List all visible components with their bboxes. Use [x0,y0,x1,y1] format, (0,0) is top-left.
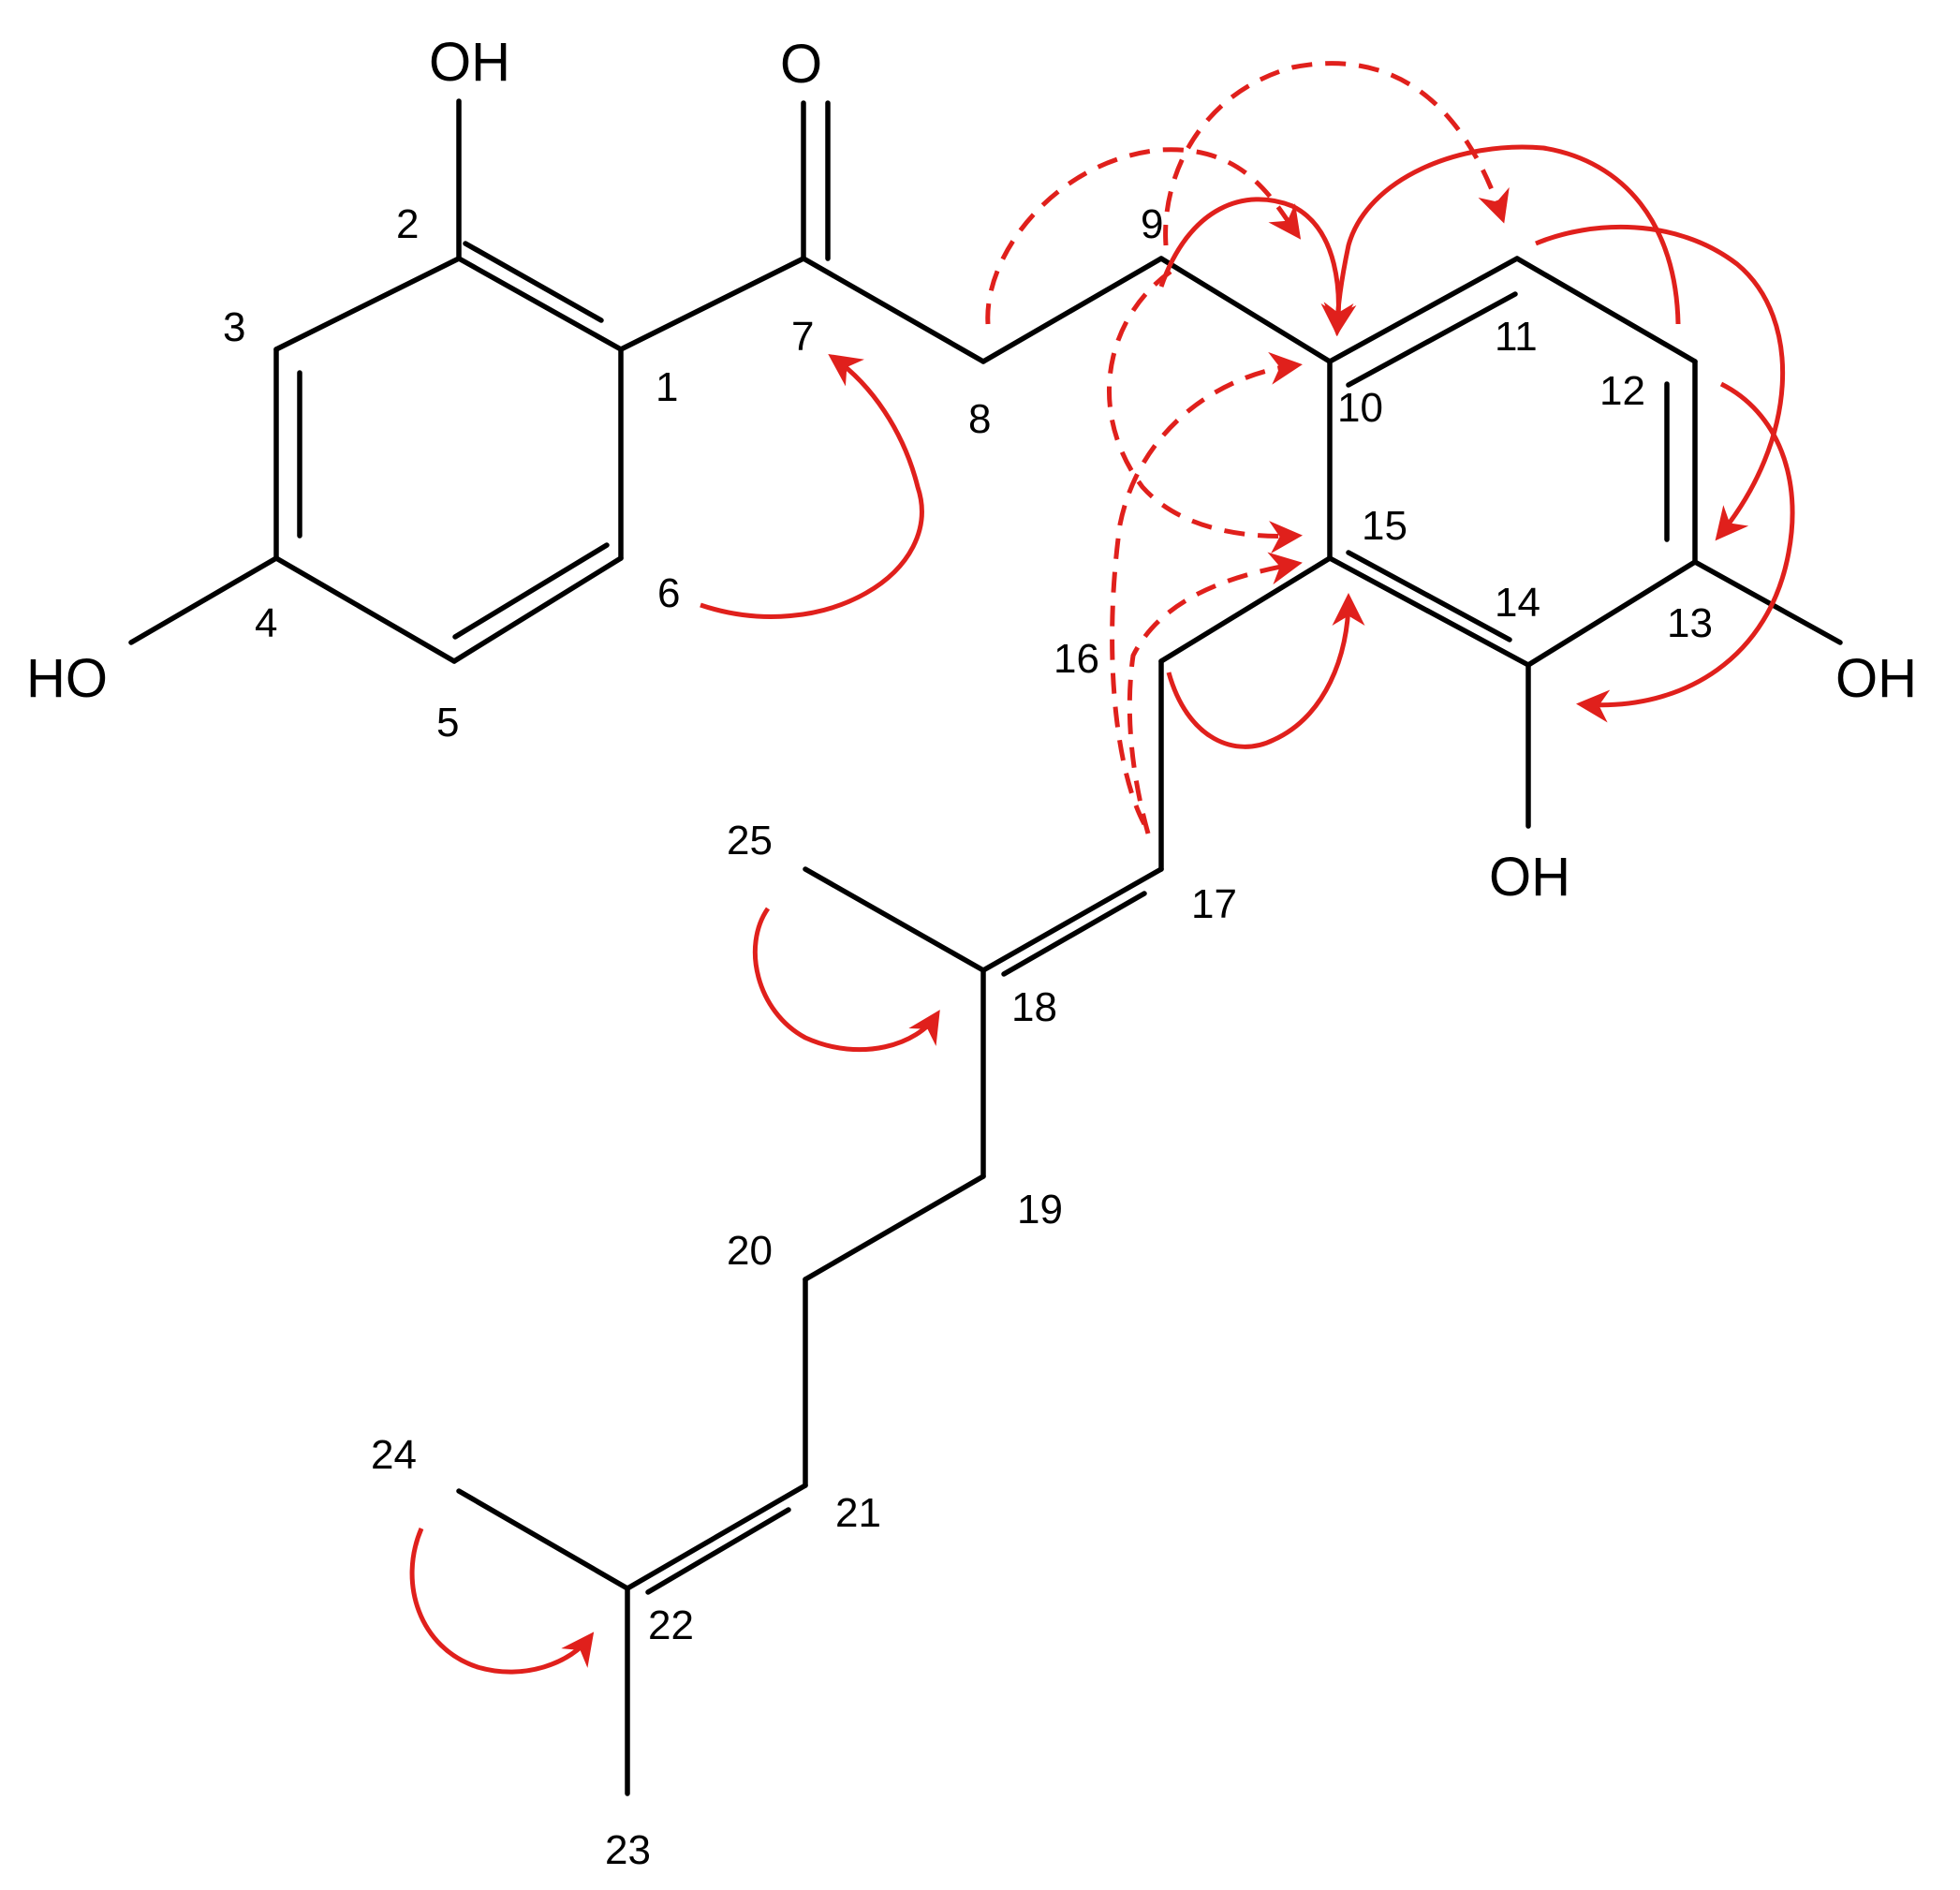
solid-arrow-h11-c13 [1535,224,1786,541]
atom-label-19: 19 [1017,1187,1063,1233]
bond-c10-c11 [1327,256,1520,364]
solid-arrow-h6-c7 [700,353,924,619]
bond-c2-c3 [273,256,462,352]
bond-c18-c25 [803,866,986,973]
atom-label-25: 25 [727,818,773,864]
atom-label-9: 9 [1141,201,1163,247]
atom-label-18: 18 [1011,984,1057,1030]
atom-label-2: 2 [396,201,419,247]
bond-c8-c9 [980,256,1164,364]
hydroxyl-label-c4: HO [26,648,108,709]
bond-c21-c22-inner [645,1507,791,1595]
dashed-arrow-h9-c11 [1163,61,1510,246]
atom-label-10: 10 [1337,385,1383,431]
bond-c4-ho [128,555,279,645]
bond-c1-c7 [618,256,806,352]
functional-group-labels: OH O HO OH OH [26,32,1917,908]
bond-c17-c18-inner [1001,891,1147,977]
atom-label-5: 5 [436,700,459,746]
correlation-arrows [409,61,1795,1675]
bond-c9-c10 [1158,256,1333,364]
hydroxyl-label-c13: OH [1835,648,1917,709]
bond-c14-c15-inner [1346,550,1512,642]
atom-label-8: 8 [968,396,991,442]
dashed-arrow-h9-c15 [1106,269,1303,554]
bond-c14-c15 [1327,555,1531,668]
atom-label-1: 1 [656,364,678,410]
bond-c19-c20 [803,1174,986,1282]
atom-label-11: 11 [1495,314,1538,360]
atom-label-24: 24 [371,1432,417,1478]
bond-network [128,98,1843,1796]
atom-label-16: 16 [1054,636,1099,682]
bond-c10-c11-inner [1346,291,1518,388]
atom-label-13: 13 [1667,600,1713,646]
carbonyl-oxygen-label: O [780,34,822,95]
bond-c7-c8 [801,256,986,364]
atom-label-22: 22 [648,1602,694,1648]
bond-c5-c6 [451,555,624,664]
atom-label-4: 4 [255,600,277,646]
atom-number-labels: 1 2 3 4 5 6 7 8 9 10 11 12 13 14 15 16 1… [223,201,1713,1873]
bond-c1-c2-inner [463,241,604,323]
atom-label-6: 6 [657,570,680,616]
dashed-arrow-h17-c15 [1127,552,1303,834]
atom-label-12: 12 [1599,368,1645,414]
bond-c5-c6-inner [452,542,610,640]
hydroxyl-label-c2: OH [429,32,510,93]
hydroxyl-label-c14: OH [1489,847,1570,908]
atom-label-20: 20 [727,1228,773,1274]
solid-arrow-h25-c18 [752,907,940,1053]
dashed-arrow-h17-c10 [1110,351,1303,826]
atom-label-3: 3 [223,304,245,350]
atom-label-7: 7 [791,314,814,360]
bond-c17-c18 [980,866,1164,973]
solid-arrow-h12-c10 [1320,144,1681,336]
solid-arrow-h12-c14 [1576,381,1795,723]
bond-c13-c14 [1525,559,1698,668]
atom-label-21: 21 [835,1490,881,1536]
bond-c11-c12 [1514,256,1698,364]
bond-c13-oh [1692,559,1843,645]
dashed-arrow-h8-c10 [985,147,1302,325]
atom-label-17: 17 [1191,881,1237,927]
bond-c22-c24 [456,1488,630,1591]
atom-label-14: 14 [1495,580,1540,626]
bond-c21-c22 [625,1483,808,1591]
bond-c1-c2 [456,256,624,352]
atom-label-15: 15 [1362,503,1407,549]
atom-label-23: 23 [605,1827,651,1873]
solid-arrow-h16-c15 [1166,593,1365,749]
bond-c4-c5 [273,555,457,664]
solid-arrow-h24-c22 [409,1528,595,1675]
